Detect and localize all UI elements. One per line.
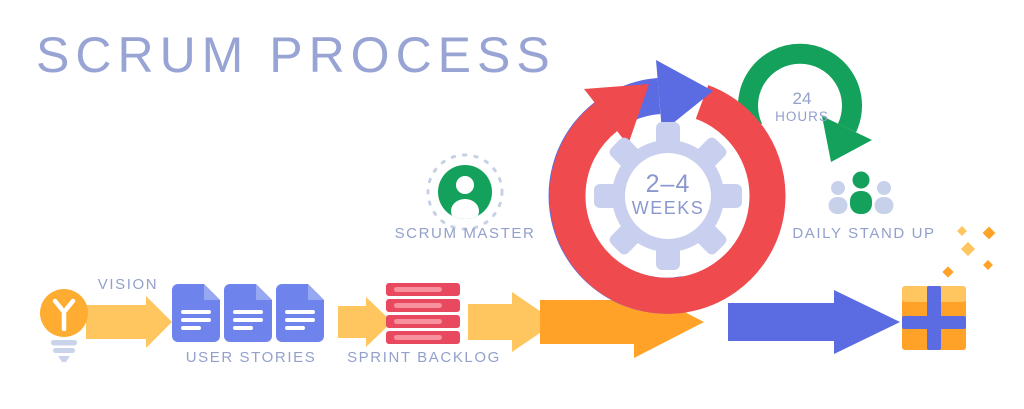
confetti (942, 226, 996, 278)
daily-loop-hours-value: 24 (792, 89, 812, 108)
sprint-duration-text: 2–4 WEEKS (626, 170, 710, 218)
flow-arrow-to-release (728, 290, 900, 354)
sprint-backlog-label: SPRINT BACKLOG (347, 349, 501, 366)
bulb-base-2 (53, 348, 75, 353)
daily-standup-label: DAILY STAND UP (792, 225, 936, 242)
page-title: SCRUM PROCESS (36, 27, 556, 83)
daily-standup-people-icon (828, 171, 894, 214)
avatar-shoulders (451, 199, 479, 219)
avatar-dashed-ring (426, 153, 504, 231)
sprint-cycle (548, 60, 786, 314)
gear-icon (594, 122, 742, 270)
sprint-duration-weeks-value: 2–4 (645, 170, 691, 198)
user-stories-icon (172, 284, 324, 342)
flow-arrow-backlog-to-sprint (468, 292, 556, 352)
sprint-backlog-icon (386, 283, 460, 344)
scrum-master-label: SCRUM MASTER (394, 225, 536, 242)
daily-loop-arrowhead (822, 116, 872, 162)
flow-arrow-vision (86, 296, 172, 348)
sprint-cycle-blue-arrowhead (656, 60, 713, 132)
gift-box-icon (902, 286, 966, 350)
gear-center (625, 153, 711, 239)
user-stories-label: USER STORIES (185, 349, 317, 366)
avatar-head (456, 176, 474, 194)
daily-loop-arrow (738, 43, 872, 162)
bulb-base-1 (51, 340, 77, 346)
vision-label: VISION (97, 276, 159, 293)
daily-loop-text: 24 HOURS (766, 89, 838, 126)
bulb-base-tip (58, 356, 70, 362)
sprint-cycle-red-arc (549, 85, 786, 314)
sprint-cycle-red-arrowhead (584, 84, 649, 145)
document-icon (224, 284, 272, 342)
sprint-duration-weeks-unit: WEEKS (631, 197, 705, 218)
document-icon (276, 284, 324, 342)
flow-arrow-stories-to-backlog (338, 297, 392, 347)
lightbulb-icon (40, 289, 88, 362)
daily-loop-hours-unit: HOURS (775, 109, 829, 125)
bulb-filament (52, 298, 76, 332)
document-icon (172, 284, 220, 342)
scrum-master-avatar (426, 153, 504, 231)
